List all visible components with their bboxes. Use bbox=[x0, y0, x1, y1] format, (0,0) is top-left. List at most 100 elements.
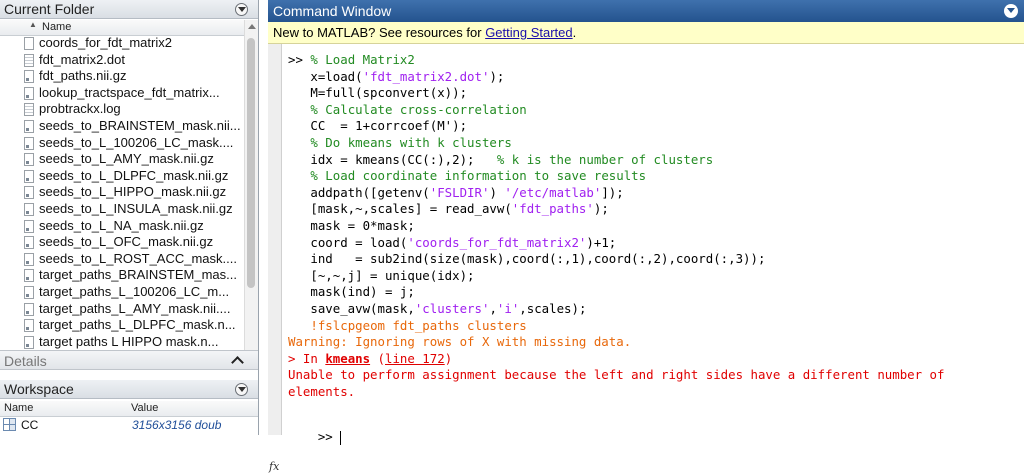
workspace-name-column-label: Name bbox=[4, 402, 34, 414]
file-item[interactable]: target paths L HIPPO mask.n... bbox=[0, 334, 244, 350]
code-segment: )+1; bbox=[586, 234, 617, 250]
details-header[interactable]: Details bbox=[0, 350, 258, 370]
command-line: Warning: Ignoring rows of X with missing… bbox=[288, 334, 1018, 351]
getting-started-link[interactable]: Getting Started bbox=[485, 25, 573, 40]
nii-file-icon bbox=[24, 219, 34, 233]
file-item[interactable]: seeds_to_L_ROST_ACC_mask.... bbox=[0, 251, 244, 268]
file-name: seeds_to_L_NA_mask.nii.gz bbox=[39, 217, 204, 233]
scroll-up-icon[interactable] bbox=[248, 24, 256, 29]
code-segment: save_avw(mask, bbox=[288, 300, 415, 316]
code-segment bbox=[288, 318, 310, 333]
command-window-menu-icon[interactable] bbox=[1004, 4, 1018, 18]
code-segment: 'i' bbox=[496, 300, 520, 316]
command-line: M=full(spconvert(x)); bbox=[288, 85, 1018, 102]
nii-file-icon bbox=[24, 319, 34, 333]
code-segment: % Do kmeans with k clusters bbox=[310, 134, 512, 150]
nii-file-icon bbox=[24, 285, 34, 299]
code-segment: '/etc/matlab' bbox=[504, 184, 602, 200]
code-segment: coord = load( bbox=[288, 234, 408, 250]
banner-suffix: . bbox=[572, 25, 577, 40]
command-prompt: >> bbox=[317, 429, 341, 444]
file-item[interactable]: target_paths_BRAINSTEM_mas... bbox=[0, 267, 244, 284]
command-window-header[interactable]: Command Window bbox=[268, 0, 1024, 22]
command-line: mask = 0*mask; bbox=[288, 218, 1018, 235]
file-list-scrollbar[interactable] bbox=[244, 20, 258, 350]
current-folder-column-header[interactable]: ▲ Name bbox=[0, 20, 258, 36]
nii-file-icon bbox=[24, 302, 34, 316]
code-segment bbox=[288, 135, 310, 150]
sort-ascending-icon: ▲ bbox=[29, 20, 37, 29]
current-folder-header[interactable]: Current Folder bbox=[0, 0, 258, 19]
file-item[interactable]: seeds_to_L_100206_LC_mask.... bbox=[0, 135, 244, 152]
file-item[interactable]: seeds_to_L_HIPPO_mask.nii.gz bbox=[0, 184, 244, 201]
file-item[interactable]: target_paths_L_AMY_mask.nii.... bbox=[0, 301, 244, 318]
banner-text: New to MATLAB? See resources for bbox=[273, 25, 486, 40]
code-segment: elements. bbox=[288, 383, 356, 399]
code-segment: % Load coordinate information to save re… bbox=[310, 168, 647, 184]
command-line: >> % Load Matrix2 bbox=[288, 52, 1018, 69]
file-item[interactable]: probtrackx.log bbox=[0, 101, 244, 118]
nii-file-icon bbox=[24, 236, 34, 250]
code-segment: CC = 1+corrcoef(M'); bbox=[288, 118, 468, 134]
code-segment: idx = kmeans(CC(:),2); bbox=[288, 151, 497, 167]
file-item[interactable]: seeds_to_L_AMY_mask.nii.gz bbox=[0, 151, 244, 168]
code-segment: 'fdt_paths' bbox=[511, 201, 594, 217]
code-segment: [~,~,j] = unique(idx); bbox=[288, 267, 475, 283]
nii-file-icon bbox=[24, 252, 34, 266]
expand-up-icon[interactable] bbox=[231, 356, 244, 369]
workspace-menu-icon[interactable] bbox=[235, 383, 248, 396]
error-link[interactable]: line 172 bbox=[385, 350, 445, 366]
workspace-column-header[interactable]: Name Value bbox=[0, 401, 258, 417]
getting-started-banner: New to MATLAB? See resources for Getting… bbox=[268, 22, 1024, 44]
function-browser-icon[interactable]: fx bbox=[269, 460, 280, 473]
code-segment: mask(ind) = j; bbox=[288, 284, 415, 300]
file-item[interactable]: fdt_matrix2.dot bbox=[0, 52, 244, 69]
file-name: fdt_matrix2.dot bbox=[39, 51, 125, 67]
workspace-variable-row[interactable]: CC 3156x3156 doub bbox=[0, 417, 258, 433]
code-segment: mask = 0*mask; bbox=[288, 217, 415, 233]
file-name: seeds_to_L_INSULA_mask.nii.gz bbox=[39, 200, 233, 216]
command-prompt-line[interactable]: >> bbox=[288, 414, 342, 460]
file-item[interactable]: seeds_to_L_DLPFC_mask.nii.gz bbox=[0, 168, 244, 185]
file-item[interactable]: seeds_to_L_OFC_mask.nii.gz bbox=[0, 234, 244, 251]
file-item[interactable]: lookup_tractspace_fdt_matrix... bbox=[0, 85, 244, 102]
error-link[interactable]: kmeans bbox=[325, 350, 371, 366]
current-folder-menu-icon[interactable] bbox=[235, 3, 248, 16]
code-segment: M=full(spconvert(x)); bbox=[288, 85, 468, 101]
file-item[interactable]: target_paths_L_100206_LC_m... bbox=[0, 284, 244, 301]
file-name: target_paths_L_100206_LC_m... bbox=[39, 283, 230, 299]
file-name: seeds_to_L_AMY_mask.nii.gz bbox=[39, 151, 214, 167]
command-line: addpath([getenv('FSLDIR') '/etc/matlab']… bbox=[288, 185, 1018, 202]
matrix-icon bbox=[3, 418, 16, 431]
workspace-header[interactable]: Workspace bbox=[0, 380, 258, 399]
text-file-icon bbox=[24, 103, 34, 117]
code-segment: ]); bbox=[601, 184, 624, 200]
command-output[interactable]: >> % Load Matrix2 x=load('fdt_matrix2.do… bbox=[288, 52, 1018, 417]
code-segment: 'FSLDIR' bbox=[429, 184, 490, 200]
file-item[interactable]: seeds_to_L_INSULA_mask.nii.gz bbox=[0, 201, 244, 218]
text-file-icon bbox=[24, 53, 34, 67]
file-item[interactable]: fdt_paths.nii.gz bbox=[0, 68, 244, 85]
file-item[interactable]: target_paths_L_DLPFC_mask.n... bbox=[0, 317, 244, 334]
file-item[interactable]: seeds_to_L_NA_mask.nii.gz bbox=[0, 218, 244, 235]
file-name: seeds_to_L_ROST_ACC_mask.... bbox=[39, 250, 237, 266]
command-line: % Do kmeans with k clusters bbox=[288, 135, 1018, 152]
file-item[interactable]: coords_for_fdt_matrix2 bbox=[0, 35, 244, 52]
file-item[interactable]: seeds_to_BRAINSTEM_mask.nii... bbox=[0, 118, 244, 135]
nii-file-icon bbox=[24, 119, 34, 133]
code-segment: ( bbox=[370, 350, 385, 366]
code-segment: % Calculate cross-correlation bbox=[310, 101, 527, 117]
scrollbar-thumb[interactable] bbox=[247, 38, 255, 288]
code-segment: addpath([getenv( bbox=[288, 184, 430, 200]
code-segment: , bbox=[489, 300, 497, 316]
command-line: [mask,~,scales] = read_avw('fdt_paths'); bbox=[288, 201, 1018, 218]
command-line: x=load('fdt_matrix2.dot'); bbox=[288, 69, 1018, 86]
file-name: target_paths_BRAINSTEM_mas... bbox=[39, 267, 237, 283]
command-line: > In kmeans (line 172) bbox=[288, 351, 1018, 368]
command-line: % Load coordinate information to save re… bbox=[288, 168, 1018, 185]
file-name: target_paths_L_DLPFC_mask.n... bbox=[39, 317, 236, 333]
file-name: seeds_to_BRAINSTEM_mask.nii... bbox=[39, 117, 241, 133]
code-segment: 'coords_for_fdt_matrix2' bbox=[407, 234, 587, 250]
command-line: CC = 1+corrcoef(M'); bbox=[288, 118, 1018, 135]
